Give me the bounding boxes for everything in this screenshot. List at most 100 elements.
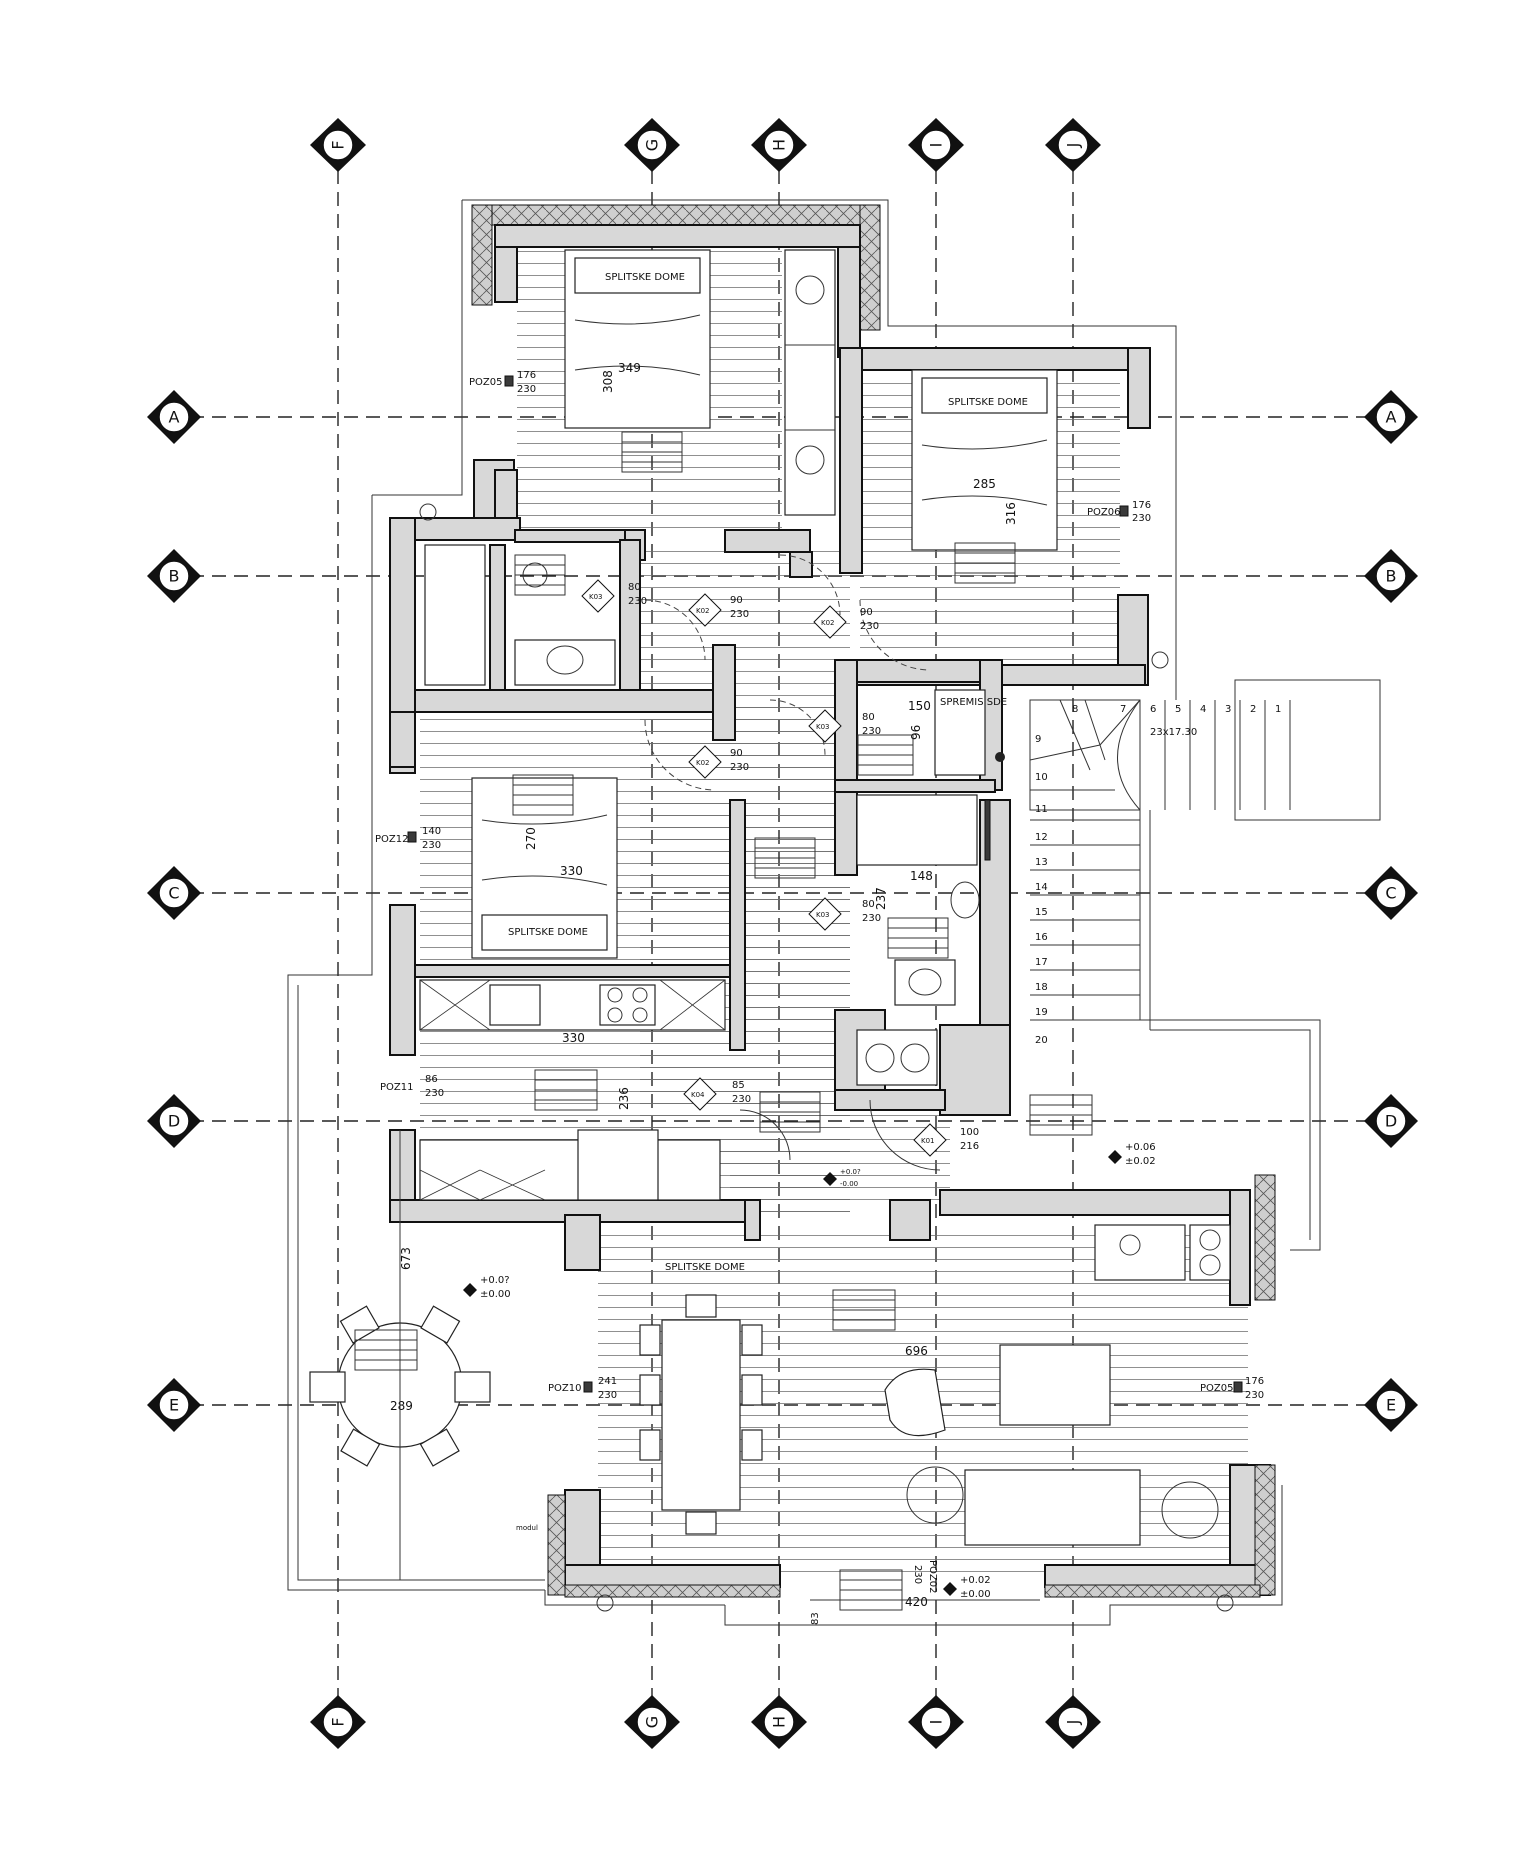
svg-text:K02: K02 — [696, 607, 710, 615]
svg-text:673: 673 — [399, 1247, 413, 1270]
svg-text:F: F — [329, 140, 348, 149]
window-tag-poz10: POZ10 241 230 — [548, 1376, 617, 1401]
svg-text:modul: modul — [516, 1524, 538, 1532]
svg-text:148: 148 — [910, 869, 933, 883]
axis-marker-f-bottom: F — [310, 1695, 366, 1749]
svg-text:230: 230 — [517, 384, 536, 395]
svg-text:349: 349 — [618, 361, 641, 375]
svg-text:1: 1 — [1275, 704, 1281, 715]
svg-text:H: H — [770, 139, 789, 151]
axis-marker-d-left: D — [147, 1094, 201, 1148]
svg-text:K03: K03 — [816, 911, 830, 919]
kitchen-counter: 330 236 — [419, 979, 726, 1110]
svg-text:±0.00: ±0.00 — [960, 1589, 991, 1600]
balcony-dimensions: 420 83 — [810, 1595, 1040, 1625]
svg-text:330: 330 — [560, 864, 583, 878]
svg-text:6: 6 — [1150, 704, 1156, 715]
svg-text:289: 289 — [390, 1399, 413, 1413]
svg-text:230: 230 — [862, 913, 881, 924]
window-tag-poz11: POZ11 86 230 — [380, 1074, 444, 1099]
axis-marker-c-right: C — [1364, 866, 1418, 920]
svg-text:420: 420 — [905, 1595, 928, 1609]
svg-text:7: 7 — [1120, 704, 1126, 715]
svg-text:3: 3 — [1225, 704, 1231, 715]
door-tag-k03-1: K03 80 230 — [581, 579, 647, 613]
svg-text:90: 90 — [860, 607, 873, 618]
svg-text:230: 230 — [732, 1094, 751, 1105]
svg-text:15: 15 — [1035, 907, 1048, 918]
axis-marker-g-top: G — [624, 118, 680, 172]
door-tags: K03 80 230 K02 90 230 K02 90 230 K03 80 … — [581, 579, 979, 1157]
axis-marker-h-top: H — [751, 118, 807, 172]
walls — [389, 204, 1276, 1598]
living-furniture: 696 — [884, 1344, 1219, 1546]
svg-text:POZ02: POZ02 — [927, 1560, 938, 1593]
svg-text:A: A — [169, 408, 180, 427]
svg-text:230: 230 — [860, 621, 879, 632]
window-tags: POZ05 176 230 POZ06 176 230 POZ12 140 23… — [375, 370, 1264, 1593]
svg-text:236: 236 — [617, 1087, 631, 1110]
axis-marker-e-left: E — [147, 1378, 201, 1432]
svg-text:POZ12: POZ12 — [375, 834, 408, 845]
window-tag-poz12: POZ12 140 230 — [375, 826, 441, 851]
outdoor-table: 289 673 — [309, 1130, 491, 1580]
svg-text:8: 8 — [1072, 704, 1078, 715]
svg-text:K04: K04 — [691, 1091, 705, 1099]
svg-text:14: 14 — [1035, 882, 1048, 893]
svg-text:B: B — [169, 567, 180, 586]
axis-marker-i-top: I — [908, 118, 964, 172]
svg-text:140: 140 — [422, 826, 441, 837]
svg-text:SPLITSKE DOME: SPLITSKE DOME — [948, 397, 1028, 408]
svg-text:SPLITSKE DOME: SPLITSKE DOME — [508, 927, 588, 938]
level-marks: +0.06 ±0.02 +0.0? ±0.00 +0.0? -0.00 +0.0… — [463, 1142, 1156, 1600]
svg-text:176: 176 — [517, 370, 536, 381]
svg-text:316: 316 — [1004, 502, 1018, 525]
door-tag-k02-1: K02 90 230 — [688, 593, 749, 627]
svg-text:E: E — [1386, 1396, 1396, 1415]
svg-text:K02: K02 — [821, 619, 835, 627]
svg-text:20: 20 — [1035, 1035, 1048, 1046]
svg-text:5: 5 — [1175, 704, 1181, 715]
svg-text:13: 13 — [1035, 857, 1048, 868]
svg-text:230: 230 — [912, 1565, 923, 1584]
window-tag-poz02: POZ02 230 — [912, 1560, 938, 1593]
svg-text:176: 176 — [1132, 500, 1151, 511]
door-tag-k04: K04 85 230 — [683, 1077, 751, 1111]
svg-text:K03: K03 — [589, 593, 603, 601]
axis-marker-a-right: A — [1364, 390, 1418, 444]
axis-marker-b-left: B — [147, 549, 201, 603]
svg-text:+0.02: +0.02 — [960, 1575, 991, 1586]
window-tag-poz05-left: POZ05 176 230 — [469, 370, 536, 395]
svg-text:17: 17 — [1035, 957, 1048, 968]
svg-text:A: A — [1386, 408, 1397, 427]
axis-marker-b-right: B — [1364, 549, 1418, 603]
axis-marker-d-right: D — [1364, 1094, 1418, 1148]
svg-text:230: 230 — [628, 596, 647, 607]
svg-text:230: 230 — [425, 1088, 444, 1099]
svg-text:241: 241 — [598, 1376, 617, 1387]
svg-text:POZ05: POZ05 — [1200, 1383, 1233, 1394]
svg-text:270: 270 — [524, 827, 538, 850]
svg-text:D: D — [168, 1112, 180, 1131]
svg-text:SPLITSKE DOME: SPLITSKE DOME — [605, 272, 685, 283]
svg-text:230: 230 — [598, 1390, 617, 1401]
level-mark-4: +0.02 ±0.00 — [943, 1575, 991, 1600]
outer-boundary — [287, 199, 1381, 1626]
level-mark-3: +0.0? -0.00 — [823, 1168, 861, 1188]
svg-text:K03: K03 — [816, 723, 830, 731]
window-tag-poz05-right: POZ05 176 230 — [1200, 1376, 1264, 1401]
svg-text:19: 19 — [1035, 1007, 1048, 1018]
level-mark-1: +0.06 ±0.02 — [1108, 1142, 1156, 1167]
svg-text:83: 83 — [810, 1612, 821, 1625]
svg-text:I: I — [927, 1720, 946, 1725]
axis-marker-a-left: A — [147, 390, 201, 444]
bed-master: SPLITSKE DOME 349 308 — [564, 249, 711, 429]
wardrobe-small — [856, 1029, 938, 1086]
svg-text:K02: K02 — [696, 759, 710, 767]
svg-text:150: 150 — [908, 699, 931, 713]
downspouts — [419, 503, 1234, 1612]
svg-text:100: 100 — [960, 1127, 979, 1138]
svg-text:POZ05: POZ05 — [469, 377, 502, 388]
svg-text:4: 4 — [1200, 704, 1206, 715]
